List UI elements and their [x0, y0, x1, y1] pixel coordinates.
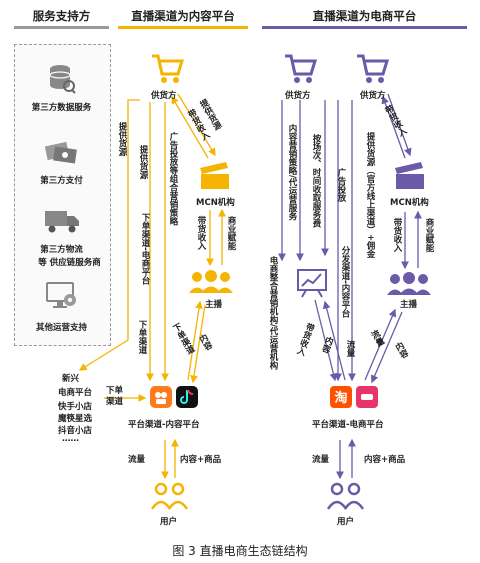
emerging-3: 魔筷星选 — [58, 414, 93, 424]
right-platform-label: 平台渠道-电商平台 — [312, 420, 384, 430]
header-ecommerce-platform: 直播渠道为电商平台 — [312, 9, 417, 23]
left-flow-label: 流量 — [128, 455, 146, 465]
right-users-icon — [326, 482, 365, 510]
left-platform-label: 平台渠道-内容平台 — [128, 420, 200, 430]
database-icon — [49, 65, 76, 94]
service-payment: 第三方支付 — [40, 176, 83, 186]
right-supplier2-label: 供货方 — [360, 91, 386, 101]
anchors-icon — [189, 270, 233, 293]
clapperboard-icon — [395, 162, 424, 189]
service-data: 第三方数据服务 — [31, 103, 92, 113]
right-anchor-label: 主播 — [400, 300, 418, 310]
figure-caption: 图 3 直播电商生态链结构 — [172, 544, 308, 558]
left-content-goods-label: 内容+商品 — [180, 455, 222, 465]
label-delivery-income-anchor-right: 带货收入 — [392, 218, 402, 252]
cart-icon — [357, 54, 389, 83]
truck-icon — [45, 211, 79, 233]
cart-icon — [152, 54, 184, 83]
clapperboard-icon — [200, 162, 229, 189]
label-flow-mid: 流量 — [345, 340, 355, 357]
label-provide-supply: 提供货源 — [138, 145, 148, 179]
service-panel — [14, 44, 111, 346]
svg-text:淘: 淘 — [334, 390, 347, 406]
header-service-bar — [14, 26, 109, 29]
label-pay-by-time: 按场次、时间收取服务费 — [311, 134, 321, 228]
emerging-1: 电商平台 — [58, 388, 93, 398]
label-commercial-empower-right: 商业赋能 — [424, 218, 434, 252]
label-order-channel-left: 下单渠道 — [106, 386, 124, 407]
anchors-icon — [387, 272, 431, 295]
emerging-4: 抖音小店 — [58, 426, 93, 436]
left-supplier-label: 供货方 — [151, 91, 177, 101]
cart-icon — [285, 54, 317, 83]
label-provide-supply-outer: 提供货源 — [117, 122, 127, 156]
chart-board-icon — [297, 269, 327, 298]
right-supplier1-label: 供货方 — [285, 91, 311, 101]
label-distribute-content: 分发渠道-内容平台 — [340, 246, 350, 318]
right-mcn-label: MCN机构 — [390, 198, 429, 208]
header-content-platform: 直播渠道为内容平台 — [131, 9, 235, 23]
left-users-icon — [150, 482, 189, 510]
right-user-label: 用户 — [337, 517, 355, 527]
label-content-service: 内容营销策略/代运营服务 — [287, 124, 297, 221]
service-other: 其他运营支持 — [35, 323, 87, 333]
taobao-icon: 淘 — [330, 386, 352, 408]
label-ad-placement: 广告投放 — [336, 168, 346, 202]
label-order-ecommerce: 下单渠道-电商平台 — [140, 213, 150, 285]
payment-icon — [44, 141, 77, 164]
right-content-goods-label: 内容+商品 — [364, 455, 406, 465]
emerging-2: 快手小店 — [58, 402, 93, 412]
service-logistics: 第三方物流 — [40, 245, 83, 255]
douyin-icon — [176, 386, 198, 408]
monitor-gear-icon — [46, 282, 76, 308]
label-delivery-income-anchor: 带货收入 — [196, 216, 206, 250]
label-ecom-agency: 电商整合营销机构/代运营机构 — [268, 256, 278, 370]
left-mcn-label: MCN机构 — [196, 198, 235, 208]
emerging-5: …… — [62, 434, 79, 444]
ecommerce-app-icon — [356, 386, 378, 408]
left-anchor-label: 主播 — [205, 300, 223, 310]
label-provide-supply-official: 提供货源（官方线上渠道）+佣金 — [365, 132, 375, 259]
left-user-label: 用户 — [160, 517, 178, 527]
label-ad-strategy: 广告投放等组合营销策略 — [168, 132, 178, 226]
emerging-0: 新兴 — [62, 374, 80, 384]
service-supply-chain: 等 供应链服务商 — [38, 258, 101, 268]
kuaishou-icon — [150, 386, 172, 408]
label-order-channel-short: 下单渠道 — [137, 320, 147, 354]
header-content-bar — [118, 26, 248, 29]
right-flow-label: 流量 — [312, 455, 330, 465]
label-commercial-empower: 商业赋能 — [226, 216, 236, 250]
header-service: 服务支持方 — [32, 9, 91, 23]
header-ecommerce-bar — [262, 26, 467, 29]
